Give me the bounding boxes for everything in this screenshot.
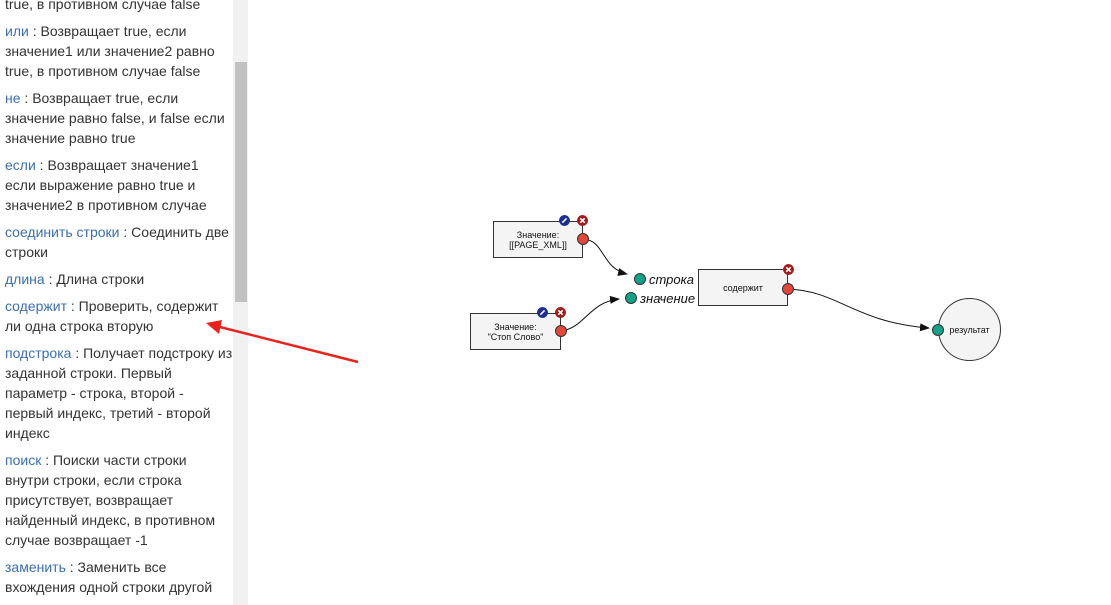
connection-stopword-to-value — [560, 295, 620, 332]
output-port-contains[interactable] — [782, 283, 794, 295]
function-separator: : — [44, 271, 57, 287]
function-description: Возвращает значение1 если выражение равн… — [5, 157, 207, 213]
function-item: true, в противном случае false — [5, 0, 233, 14]
value-node-value: [[PAGE_XML]] — [509, 239, 567, 250]
function-description: Длина строки — [56, 271, 145, 287]
value-node-page-xml[interactable]: Значение:[[PAGE_XML]] — [493, 221, 583, 258]
function-description: Возвращает true, если значение равно fal… — [5, 90, 225, 146]
close-icon[interactable] — [555, 307, 566, 318]
function-item: если : Возвращает значение1 если выражен… — [5, 155, 233, 215]
function-description: true, в противном случае false — [5, 0, 201, 12]
function-item: заменить : Заменить все вхождения одной … — [5, 557, 233, 597]
function-item: содержит : Проверить, содержит ли одна с… — [5, 296, 233, 336]
function-list-panel: true, в противном случае false или : Возв… — [0, 0, 233, 605]
function-item: соединить строки : Соединить две строки — [5, 222, 233, 262]
function-separator: : — [20, 90, 33, 106]
input-port-result[interactable] — [932, 324, 944, 336]
contains-function-node[interactable]: содержит — [698, 269, 788, 306]
function-name-link[interactable]: заменить — [5, 559, 66, 575]
result-node-label: результат — [949, 324, 990, 335]
value-node-value: "Стоп Слово" — [487, 331, 544, 342]
function-description: Заменить все вхождения одной строки друг… — [5, 559, 213, 595]
diagram-canvas[interactable]: Значение:[[PAGE_XML]] Значение:"Стоп Сло… — [249, 0, 1111, 605]
function-separator: : — [35, 157, 48, 173]
input-port-string[interactable] — [634, 273, 646, 285]
function-separator: : — [119, 224, 132, 240]
function-separator: : — [71, 345, 84, 361]
function-name-link[interactable]: не — [5, 90, 21, 106]
value-node-label: Значение: — [516, 229, 560, 240]
function-item: подстрока : Получает подстроку из заданн… — [5, 343, 233, 443]
output-port-stopword[interactable] — [555, 325, 567, 337]
function-name-link[interactable]: поиск — [5, 452, 42, 468]
input-label-string: строка — [649, 272, 695, 287]
connection-page-xml-to-string — [582, 238, 628, 276]
close-icon[interactable] — [577, 215, 588, 226]
connection-contains-to-result — [787, 288, 930, 332]
function-description: Соединить две строки — [5, 224, 229, 260]
function-item: не : Возвращает true, если значение равн… — [5, 88, 233, 148]
function-name-link[interactable]: если — [5, 157, 36, 173]
function-separator: : — [28, 23, 41, 39]
pencil-icon[interactable] — [559, 215, 570, 226]
pencil-icon[interactable] — [537, 307, 548, 318]
contains-node-label: содержит — [723, 282, 763, 293]
value-node-stopword[interactable]: Значение:"Стоп Слово" — [470, 313, 561, 350]
close-icon[interactable] — [783, 264, 794, 275]
function-list: true, в противном случае false или : Возв… — [5, 0, 233, 604]
function-name-link[interactable]: длина — [5, 271, 45, 287]
function-separator: : — [65, 559, 78, 575]
function-name-link[interactable]: соединить строки — [5, 224, 120, 240]
function-name-link[interactable]: подстрока — [5, 345, 72, 361]
function-name-link[interactable]: содержит — [5, 298, 67, 314]
input-port-value[interactable] — [625, 292, 637, 304]
output-port-page-xml[interactable] — [577, 233, 589, 245]
function-separator: : — [66, 298, 79, 314]
function-item: длина : Длина строки — [5, 269, 233, 289]
function-description: Поиски части строки внутри строки, если … — [5, 452, 216, 548]
function-description: Получает подстроку из заданной строки. П… — [5, 345, 233, 441]
value-node-label: Значение: — [494, 321, 537, 332]
function-item: поиск : Поиски части строки внутри строк… — [5, 450, 233, 550]
function-separator: : — [41, 452, 53, 468]
function-name-link[interactable]: или — [5, 23, 29, 39]
scrollbar-thumb[interactable] — [235, 62, 247, 302]
function-description: Проверить, содержит ли одна строка втору… — [5, 298, 219, 334]
result-node[interactable]: результат — [938, 298, 1001, 361]
function-item: или : Возвращает true, если значение1 ил… — [5, 21, 233, 81]
function-description: Возвращает true, если значение1 или знач… — [5, 23, 215, 79]
input-label-value: значение — [640, 291, 696, 306]
